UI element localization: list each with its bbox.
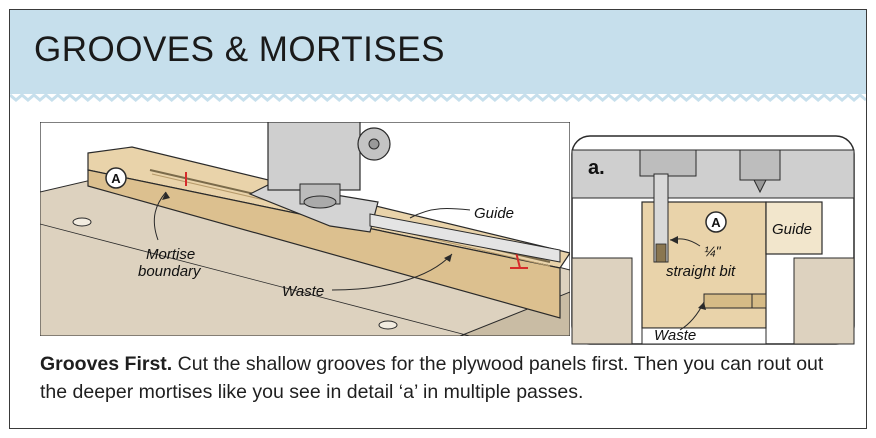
- detail-waste-area: [641, 327, 767, 345]
- detail-label-bit-size: ¼": [704, 243, 722, 259]
- detail-label-guide: Guide: [772, 221, 812, 238]
- detail-bench-left: [571, 257, 633, 345]
- router-illustration: A Guide Mortise boundary Waste: [40, 122, 570, 336]
- detail-guide: [765, 201, 823, 255]
- caption-lead: Grooves First.: [40, 353, 173, 375]
- detail-part-label: A: [711, 215, 721, 230]
- mortise-boundary-mark: [515, 251, 521, 269]
- detail-part-label-badge: [705, 211, 727, 233]
- label-waste: Waste: [282, 283, 324, 300]
- figure-caption: Grooves First. Cut the shallow grooves f…: [40, 350, 850, 406]
- zigzag-divider: [10, 94, 866, 102]
- section-title: GROOVES & MORTISES: [34, 30, 445, 69]
- figure-frame: GROOVES & MORTISES A: [9, 9, 867, 429]
- header-band: GROOVES & MORTISES: [10, 10, 866, 94]
- label-guide: Guide: [474, 205, 514, 222]
- caption-body: Cut the shallow grooves for the plywood …: [40, 353, 824, 403]
- router-body: [267, 122, 361, 191]
- detail-router-base: [571, 149, 855, 199]
- label-mortise-line1: Mortise: [146, 246, 195, 263]
- detail-label-waste: Waste: [654, 327, 696, 344]
- part-label: A: [111, 171, 121, 186]
- detail-tag: a.: [588, 157, 605, 179]
- edge-guide: [369, 213, 561, 263]
- detail-bench-right: [793, 257, 855, 345]
- bench-dog-hole: [378, 320, 398, 330]
- part-label-badge: [105, 167, 127, 189]
- detail-label-bit-name: straight bit: [666, 263, 736, 280]
- bench-dog-hole: [72, 217, 92, 227]
- detail-a-illustration: a. A Guide ¼" straight bit Waste: [571, 135, 855, 345]
- workpiece-front: [87, 169, 561, 319]
- label-mortise-line2: boundary: [138, 263, 202, 280]
